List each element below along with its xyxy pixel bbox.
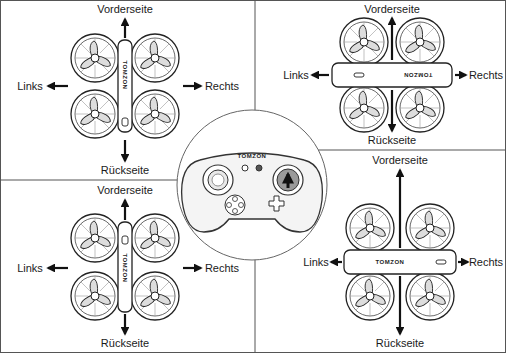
direction-label: Rückseite: [101, 164, 149, 176]
direction-arrow: [331, 261, 342, 263]
direction-label: Vorderseite: [372, 154, 428, 166]
rotor-guard: [346, 204, 394, 252]
brand-text: TOMZON: [238, 153, 267, 160]
direction-label: Rückseite: [376, 337, 424, 349]
status-light: [354, 73, 364, 77]
brand-text: TOMZON: [122, 254, 129, 283]
rotor-guard: [131, 272, 179, 320]
rotor-guard: [131, 90, 179, 138]
direction-label: Links: [283, 69, 309, 81]
direction-label: Links: [17, 262, 43, 274]
direction-arrow: [183, 267, 201, 269]
direction-arrow: [391, 90, 393, 131]
rotor-guard: [71, 34, 119, 82]
direction-arrow: [183, 85, 201, 87]
status-light: [122, 236, 128, 244]
direction-label: Rechts: [205, 262, 239, 274]
rotor-guard: [340, 18, 388, 66]
drone-body: [344, 250, 456, 274]
rotor-guard: [406, 204, 454, 252]
drone: [71, 214, 179, 320]
brand-text: TOMZON: [404, 72, 433, 79]
drone-body: [332, 63, 452, 87]
rotor-guard: [406, 272, 454, 320]
drone-body: [118, 222, 132, 312]
drone: [332, 18, 452, 132]
direction-arrow: [48, 267, 68, 269]
direction-label: Vorderseite: [97, 3, 153, 15]
rotor-guard: [71, 214, 119, 262]
direction-label: Rückseite: [368, 134, 416, 146]
direction-arrow: [124, 200, 126, 220]
rotor-guard: [71, 272, 119, 320]
rotor-guard: [346, 272, 394, 320]
controller: [177, 110, 327, 260]
direction-arrow: [124, 140, 126, 161]
direction-arrow: [124, 19, 126, 38]
direction-arrow: [312, 74, 329, 76]
status-light: [436, 260, 446, 264]
drone-body: [118, 40, 132, 132]
rotor-guard: [396, 18, 444, 66]
direction-label: Rechts: [469, 256, 503, 268]
rotor-guard: [131, 34, 179, 82]
direction-arrow: [391, 18, 393, 60]
direction-arrow: [124, 314, 126, 334]
drone: [71, 34, 179, 138]
brand-text: TOMZON: [376, 259, 405, 266]
direction-label: Vorderseite: [364, 3, 420, 15]
rotor-guard: [71, 90, 119, 138]
direction-label: Links: [17, 80, 43, 92]
rotor-guard: [396, 84, 444, 132]
direction-arrow: [399, 170, 401, 248]
direction-label: Links: [303, 256, 329, 268]
direction-label: Rückseite: [101, 337, 149, 349]
rotor-guard: [340, 84, 388, 132]
direction-label: Rechts: [469, 69, 503, 81]
direction-arrow: [48, 85, 68, 87]
brand-text: TOMZON: [122, 61, 129, 90]
rotor-guard: [131, 214, 179, 262]
direction-arrow: [455, 74, 466, 76]
status-light: [122, 118, 128, 126]
direction-arrow: [458, 261, 468, 263]
direction-arrow: [399, 276, 401, 334]
direction-label: Rechts: [205, 80, 239, 92]
direction-label: Vorderseite: [97, 184, 153, 196]
